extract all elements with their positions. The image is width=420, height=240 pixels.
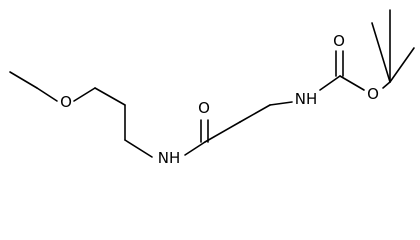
amide-oxygen-label: O: [198, 99, 210, 117]
amide-nitrogen-label: NH: [158, 149, 181, 167]
bond-quaternary-c-methyl-left: [371, 22, 391, 83]
bond-nh-carbamate-c: [319, 75, 341, 91]
bond-o-propyl-c1: [73, 87, 96, 102]
bond-carbamate-c-o: [339, 75, 365, 91]
molecule-structure: O NH O NH O O: [9, 9, 415, 167]
bond-ch2-ch2: [239, 104, 271, 123]
bond-propyl-c3-n: [124, 139, 153, 158]
carbonyl-oxygen-label: O: [333, 32, 345, 50]
bond-o-quaternary-c: [382, 81, 391, 89]
bond-ch2-nh: [269, 101, 293, 106]
ether-oxygen-label: O: [60, 93, 72, 111]
carbamate-nitrogen-label: NH: [295, 90, 318, 108]
bond-ethyl-ch3-ch2: [9, 71, 38, 89]
bond-amide-c-ch2: [204, 121, 241, 143]
bond-quaternary-c-methyl-right: [389, 47, 415, 83]
bond-propyl-c1-c2: [94, 87, 126, 106]
ester-oxygen-label: O: [367, 85, 379, 103]
bond-amide-n-c: [184, 141, 206, 156]
bond-ethyl-ch2-o: [36, 87, 58, 102]
